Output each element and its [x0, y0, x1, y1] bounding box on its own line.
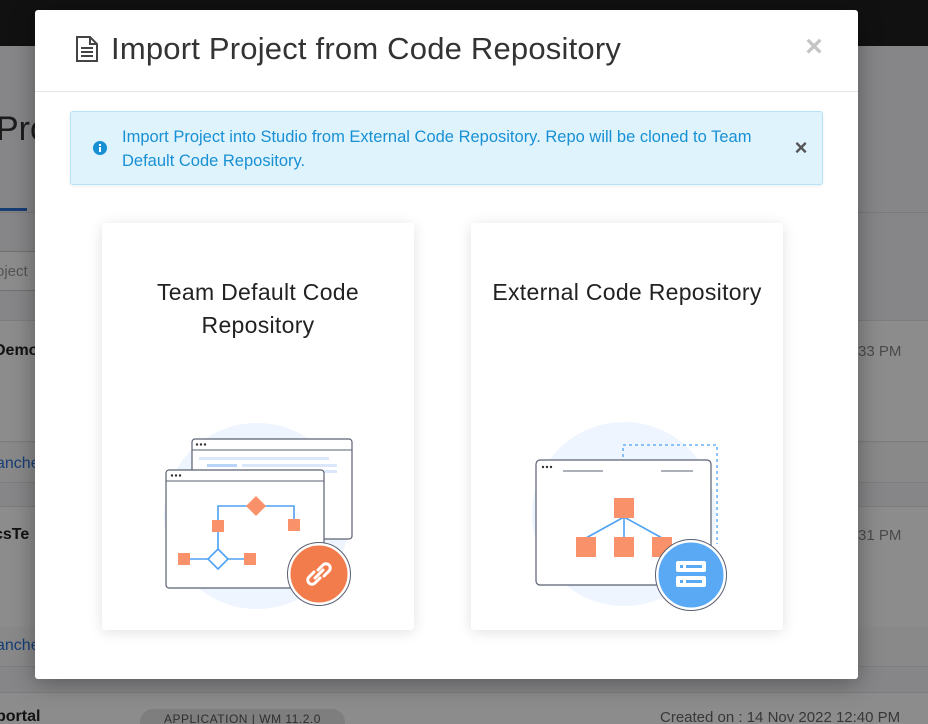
external-repository-illustration: [471, 408, 783, 618]
import-project-modal: Import Project from Code Repository × Im…: [35, 10, 858, 679]
team-default-repository-option[interactable]: Team Default Code Repository: [102, 223, 414, 630]
team-repository-illustration: [102, 408, 414, 618]
modal-title: Import Project from Code Repository: [111, 31, 621, 67]
alert-close-icon[interactable]: ×: [790, 136, 812, 160]
document-icon: [75, 35, 99, 63]
option-title: External Code Repository: [471, 276, 783, 309]
close-icon[interactable]: ×: [801, 32, 827, 62]
option-title: Team Default Code Repository: [102, 276, 414, 342]
info-alert: Import Project into Studio from External…: [70, 111, 823, 185]
alert-message: Import Project into Studio from External…: [122, 125, 782, 173]
info-icon: [92, 140, 108, 156]
external-repository-option[interactable]: External Code Repository: [471, 223, 783, 630]
modal-header: Import Project from Code Repository ×: [35, 10, 858, 92]
